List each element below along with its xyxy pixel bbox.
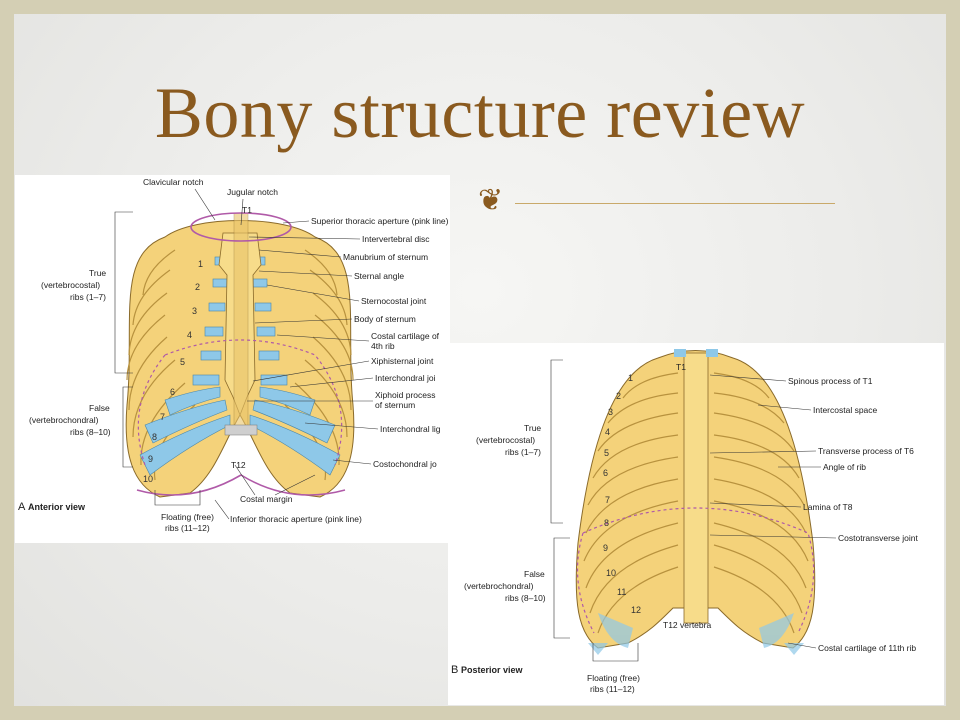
rib-number-4: 4	[187, 330, 192, 340]
rib-number-4: 4	[605, 427, 610, 437]
decorative-bullet-icon: ❦	[478, 183, 504, 218]
posterior-dotted-line-left	[576, 532, 595, 634]
label-intercostal-space: Intercostal space	[813, 405, 878, 415]
true-ribs-bracket	[114, 211, 133, 374]
label-xiphoid-1: Xiphoid process	[375, 390, 435, 400]
label-true-1: True	[89, 268, 106, 278]
label-interchondral-lig: Interchondral lig	[380, 424, 441, 434]
rib-number-8: 8	[604, 518, 609, 528]
label-sternocostal-joint: Sternocostal joint	[361, 296, 427, 306]
label-false-3: ribs (8–10)	[505, 593, 546, 603]
superior-aperture-line	[190, 212, 292, 242]
label-floating-1: Floating (free)	[587, 673, 640, 683]
label-inferior-aperture: Inferior thoracic aperture (pink line)	[230, 514, 362, 524]
rib-number-1: 1	[198, 259, 203, 269]
vertebral-column	[233, 212, 249, 429]
label-true-3: ribs (1–7)	[70, 292, 106, 302]
rib-number-5: 5	[604, 448, 609, 458]
label-clavicular-notch: Clavicular notch	[143, 177, 204, 187]
label-xiphisternal-joint: Xiphisternal joint	[371, 356, 434, 366]
rib-number-9: 9	[603, 543, 608, 553]
rib-number-11: 11	[617, 587, 626, 597]
rib-number-3: 3	[608, 407, 613, 417]
label-manubrium: Manubrium of sternum	[343, 252, 428, 262]
posterior-rib-cage-illustration: 1 2 3 4 5 6 7 8 9 10 11 12 T1 Spinous pr…	[451, 349, 918, 694]
inferior-aperture-line	[136, 474, 346, 496]
posterior-view-name: Posterior view	[461, 665, 524, 675]
label-body-sternum: Body of sternum	[354, 314, 416, 324]
rib-number-5: 5	[180, 357, 185, 367]
posterior-dotted-line	[582, 507, 815, 634]
rib-number-3: 3	[192, 306, 197, 316]
label-costal-cartilage-1: Costal cartilage of	[371, 331, 440, 341]
posterior-view-figure: 1 2 3 4 5 6 7 8 9 10 11 12 T1 Spinous pr…	[448, 343, 944, 705]
t12-disc	[224, 424, 258, 436]
rib-number-1: 1	[628, 373, 633, 383]
rib-number-10: 10	[143, 474, 153, 484]
label-false-3: ribs (8–10)	[70, 427, 111, 437]
anterior-rib-numbers: 1 2 3 4 5 6 7 8 9 10	[143, 259, 203, 484]
false-ribs-bracket	[122, 386, 133, 468]
posterior-view-letter: B	[451, 664, 458, 676]
rib-number-10: 10	[606, 568, 616, 578]
label-false-1: False	[89, 403, 110, 413]
label-jugular-notch: Jugular notch	[227, 187, 278, 197]
rib-number-12: 12	[631, 605, 641, 615]
label-floating-2: ribs (11–12)	[165, 523, 210, 533]
label-floating-1: Floating (free)	[161, 512, 214, 522]
label-false-2: (vertebrochondral)	[29, 415, 99, 425]
label-sternal-angle: Sternal angle	[354, 271, 404, 281]
label-xiphoid-2: of sternum	[375, 400, 415, 410]
label-true-2: (vertebrocostal)	[476, 435, 535, 445]
label-costal-cartilage-2: 4th rib	[371, 341, 395, 351]
anterior-rib-cage-illustration: 1 2 3 4 5 6 7 8 9 10 Clavicular notch Ju…	[18, 177, 449, 533]
label-costotransverse: Costotransverse joint	[838, 533, 918, 543]
label-intervertebral-disc: Intervertebral disc	[362, 234, 430, 244]
rib-number-8: 8	[152, 432, 157, 442]
label-t1: T1	[242, 205, 252, 215]
anterior-view-letter: A	[18, 501, 26, 513]
label-t12: T12	[231, 460, 246, 470]
label-costochondral-joint: Costochondral jo	[373, 459, 437, 469]
label-false-2: (vertebrochondral)	[464, 581, 534, 591]
label-floating-2: ribs (11–12)	[590, 684, 635, 694]
anterior-view-figure: 1 2 3 4 5 6 7 8 9 10 Clavicular notch Ju…	[15, 175, 450, 543]
label-costal-margin: Costal margin	[240, 494, 293, 504]
rib-number-2: 2	[195, 282, 200, 292]
label-t1: T1	[676, 362, 686, 372]
label-true-2: (vertebrocostal)	[41, 280, 100, 290]
label-interchondral-joint: Interchondral joi	[375, 373, 436, 383]
label-costal-cartilage-11: Costal cartilage of 11th rib	[818, 643, 916, 653]
posterior-ribs	[583, 372, 809, 634]
label-transverse-t6: Transverse process of T6	[818, 446, 914, 456]
rib-number-2: 2	[616, 391, 621, 401]
true-ribs-bracket	[550, 359, 563, 524]
posterior-rib-numbers: 1 2 3 4 5 6 7 8 9 10 11 12	[603, 373, 641, 615]
rib-number-6: 6	[603, 468, 608, 478]
label-angle-rib: Angle of rib	[823, 462, 866, 472]
false-ribs-bracket	[553, 537, 570, 639]
label-spinous-t1: Spinous process of T1	[788, 376, 873, 386]
rib-number-6: 6	[170, 387, 175, 397]
label-true-1: True	[524, 423, 541, 433]
label-superior-aperture: Superior thoracic aperture (pink line)	[311, 216, 449, 226]
anterior-view-name: Anterior view	[28, 502, 86, 512]
floating-ribs-bracket	[592, 643, 639, 662]
label-false-1: False	[524, 569, 545, 579]
posterior-vertebral-column	[674, 349, 718, 624]
false-rib-dotted-line-left	[137, 354, 166, 466]
rib-number-7: 7	[160, 412, 165, 422]
rib-number-9: 9	[148, 454, 153, 464]
rib-number-7: 7	[605, 495, 610, 505]
title-divider	[515, 203, 835, 204]
slide-title: Bony structure review	[154, 73, 806, 153]
label-true-3: ribs (1–7)	[505, 447, 541, 457]
label-lamina-t8: Lamina of T8	[803, 502, 853, 512]
label-t12-vertebra: T12 vertebra	[663, 620, 711, 630]
